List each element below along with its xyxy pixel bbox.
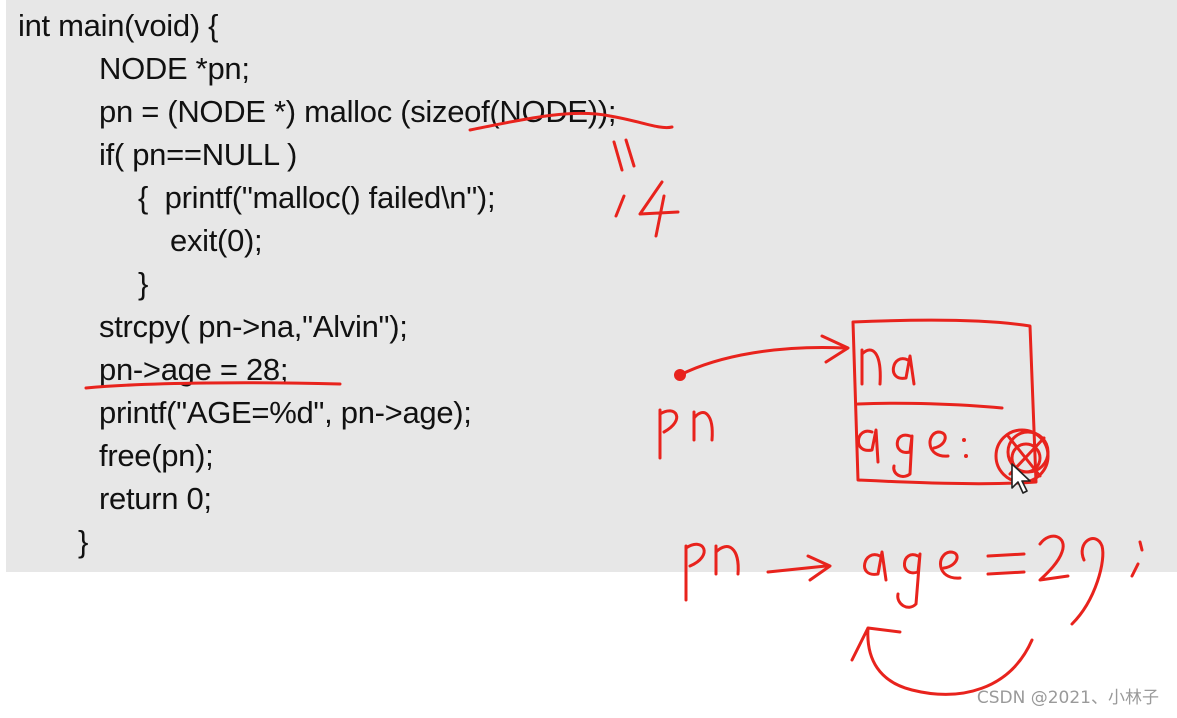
code-line-8: strcpy( pn->na,"Alvin"); [99, 309, 408, 344]
code-line-11: free(pn); [99, 438, 214, 473]
code-line-7: } [138, 266, 149, 301]
mouse-cursor-icon [1011, 463, 1031, 494]
code-line-9: pn->age = 28; [99, 352, 289, 387]
code-line-6: exit(0); [170, 223, 263, 258]
code-line-1: int main(void) { [18, 8, 219, 43]
code-line-5: { printf("malloc() failed\n"); [138, 180, 496, 215]
code-line-12: return 0; [99, 481, 212, 516]
code-line-3: pn = (NODE *) malloc (sizeof(NODE)); [99, 94, 617, 129]
code-line-13: } [78, 524, 89, 559]
code-line-2: NODE *pn; [99, 51, 250, 86]
watermark: CSDN @2021、小林子 [976, 688, 1159, 708]
code-line-4: if( pn==NULL ) [99, 137, 297, 172]
code-line-10: printf("AGE=%d", pn->age); [99, 395, 472, 430]
